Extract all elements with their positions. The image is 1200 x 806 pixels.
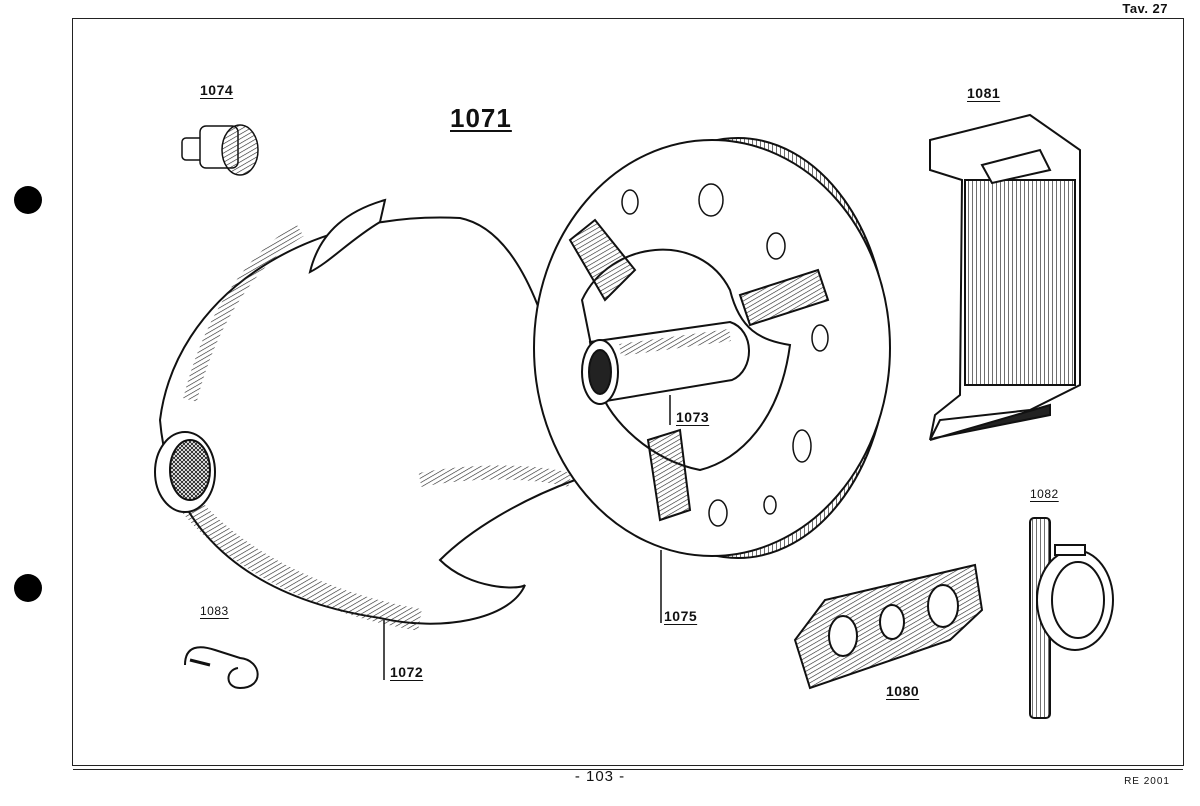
part-label-1081: 1081: [967, 85, 1001, 101]
part-1072-spinner-cone: [154, 198, 577, 631]
part-1081-bracket: [929, 113, 1081, 441]
part-1073-tube: [581, 320, 750, 405]
drawing-frame: [72, 18, 1184, 770]
part-label-1074: 1074: [200, 82, 234, 98]
part-1080-plate: [793, 563, 984, 690]
part-label-1080: 1080: [886, 683, 920, 699]
part-label-1083: 1083: [200, 604, 229, 618]
part-label-1073: 1073: [676, 409, 710, 425]
part-label-1075: 1075: [664, 608, 698, 624]
binder-hole-top: [14, 186, 42, 214]
leader-lines: [383, 395, 671, 680]
part-label-1071: 1071: [450, 103, 512, 133]
plate-number: Tav. 27: [1122, 1, 1168, 16]
binder-hole-bottom: [14, 574, 42, 602]
document-reference: RE 2001: [1124, 776, 1170, 787]
part-label-1072: 1072: [390, 664, 424, 680]
page-number: - 103 -: [574, 768, 626, 785]
part-1082-clamp: [1029, 517, 1114, 719]
part-1083-hook: [184, 646, 259, 690]
part-1074-bolt: [181, 124, 259, 176]
part-label-1082: 1082: [1030, 487, 1059, 501]
